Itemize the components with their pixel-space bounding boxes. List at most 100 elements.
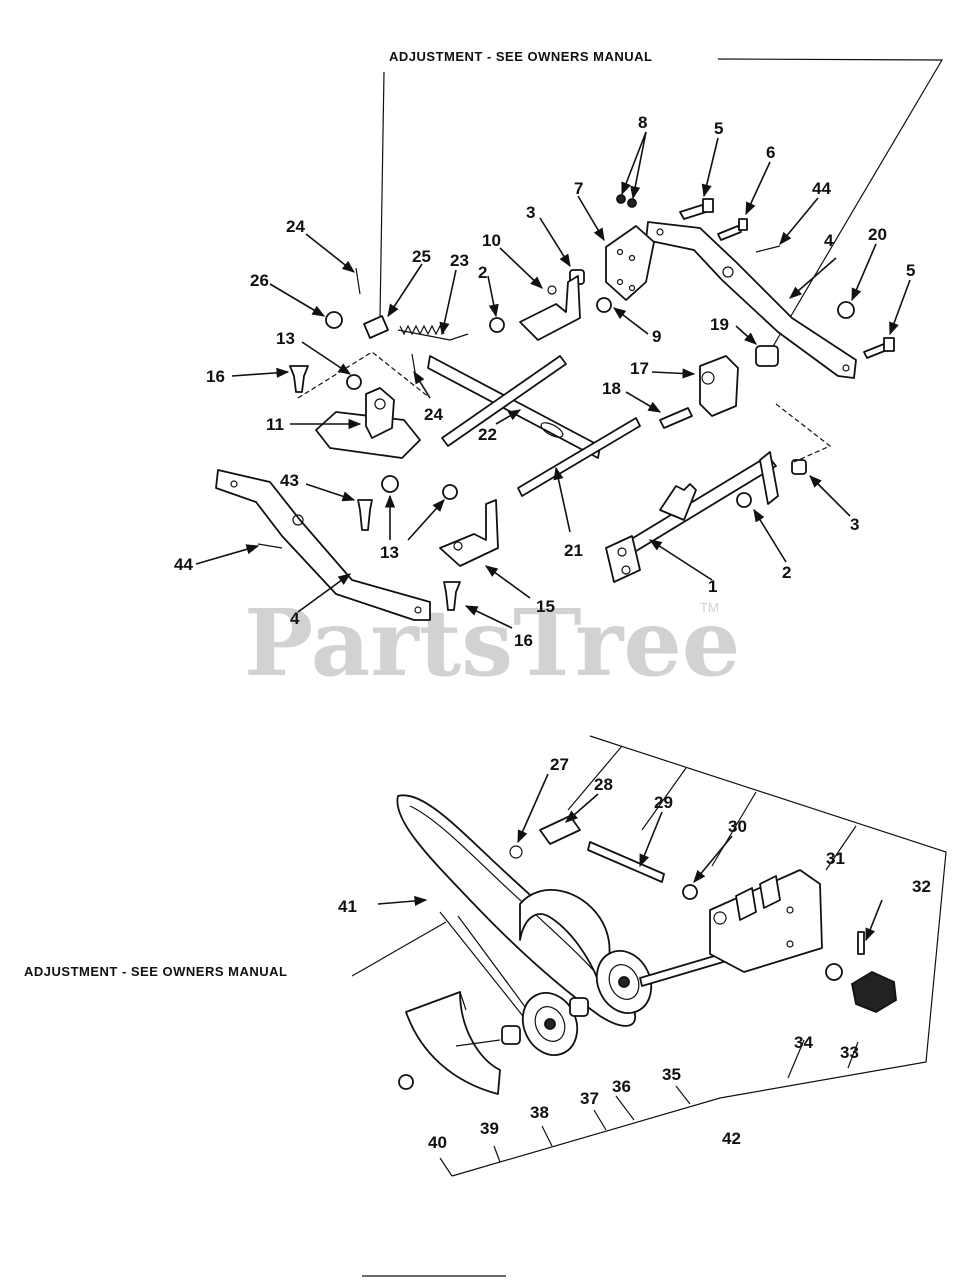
callout-10: 10 — [482, 231, 501, 250]
part-20-nut — [837, 301, 855, 319]
callout-23: 23 — [450, 251, 469, 270]
part-19-spacer — [755, 345, 779, 367]
part-31-housing — [709, 869, 823, 973]
part-36-spacer — [569, 997, 589, 1017]
callout-22: 22 — [478, 425, 497, 444]
part-8-screw — [616, 194, 626, 204]
part-6-screw — [717, 225, 742, 241]
callout-9: 9 — [652, 327, 661, 346]
part-24-cotter-pin — [355, 267, 361, 295]
callout-25: 25 — [412, 247, 431, 266]
caption-top: ADJUSTMENT - SEE OWNERS MANUAL — [389, 49, 652, 64]
part-4-lower-bar — [215, 469, 431, 621]
part-25-clevis-pin — [363, 315, 389, 339]
caption-bottom: ADJUSTMENT - SEE OWNERS MANUAL — [24, 964, 287, 979]
part-32-roll-pin — [857, 931, 865, 955]
callout-44: 44 — [812, 179, 831, 198]
part-2-nut-lower — [736, 492, 752, 508]
part-2-nut — [489, 317, 505, 333]
part-13-nut-bracket — [442, 484, 458, 500]
callout-5-right: 5 — [906, 261, 915, 280]
callout-27: 27 — [550, 755, 569, 774]
callout-37: 37 — [580, 1089, 599, 1108]
bottom-callouts: 27 28 29 30 31 32 41 34 33 35 36 37 38 3… — [338, 755, 931, 1152]
part-21-rod — [517, 417, 641, 497]
callout-39: 39 — [480, 1119, 499, 1138]
caption-top-leader-right — [717, 58, 944, 366]
part-39-belt-guard — [405, 991, 501, 1095]
callout-5: 5 — [714, 119, 723, 138]
callout-43: 43 — [280, 471, 299, 490]
part-4-upper-bar — [645, 221, 857, 379]
top-assembly: ADJUSTMENT - SEE OWNERS MANUAL — [174, 49, 944, 650]
callout-40: 40 — [428, 1133, 447, 1152]
callout-2: 2 — [478, 263, 487, 282]
callout-13-lower: 13 — [380, 543, 399, 562]
callout-11: 11 — [266, 415, 284, 434]
callout-21: 21 — [564, 541, 583, 560]
part-38-spacer — [501, 1025, 521, 1045]
callout-7: 7 — [574, 179, 583, 198]
callout-31: 31 — [826, 849, 845, 868]
bottom-leaders — [377, 773, 883, 942]
part-27-clip — [509, 845, 523, 859]
callout-35: 35 — [662, 1065, 681, 1084]
callout-34: 34 — [794, 1033, 813, 1052]
part-40-nut — [398, 1074, 414, 1090]
callout-16-lower: 16 — [514, 631, 533, 650]
callout-24-lower: 24 — [424, 405, 443, 424]
callout-1: 1 — [708, 577, 717, 596]
part-44-cotter-pin — [755, 245, 781, 253]
callout-30: 30 — [728, 817, 747, 836]
callout-13: 13 — [276, 329, 295, 348]
top-leaders — [195, 131, 911, 629]
callout-4: 4 — [824, 231, 834, 250]
part-9-nut — [596, 297, 612, 313]
part-33-knob — [850, 970, 897, 1014]
part-43-bolt — [357, 499, 373, 531]
callout-16: 16 — [206, 367, 225, 386]
part-28-pin — [539, 815, 581, 845]
assembly-bracket — [451, 735, 947, 1177]
callout-41: 41 — [338, 897, 357, 916]
callout-28: 28 — [594, 775, 613, 794]
part-34-washer — [825, 963, 843, 981]
callout-3: 3 — [526, 203, 535, 222]
callout-32: 32 — [912, 877, 931, 896]
callout-36: 36 — [612, 1077, 631, 1096]
part-13-nut — [346, 374, 362, 390]
part-44-cotter-pin-lower — [257, 543, 283, 549]
part-16-bolt-lower — [443, 581, 461, 611]
caption-bottom-leader — [351, 921, 447, 977]
callout-26: 26 — [250, 271, 269, 290]
part-18-bolt — [659, 407, 693, 429]
callout-24: 24 — [286, 217, 305, 236]
callout-18: 18 — [602, 379, 621, 398]
caption-top-leader-left — [379, 71, 385, 319]
callout-29: 29 — [654, 793, 673, 812]
callout-42: 42 — [722, 1129, 741, 1148]
part-29-rod — [587, 841, 665, 883]
callout-8: 8 — [638, 113, 647, 132]
part-22-rod — [441, 355, 567, 447]
callout-17: 17 — [630, 359, 649, 378]
part-30-washer — [682, 884, 698, 900]
callout-3-lower: 3 — [850, 515, 859, 534]
callout-33: 33 — [840, 1043, 859, 1062]
part-15-bracket — [439, 499, 499, 567]
bottom-assembly: ADJUSTMENT - SEE OWNERS MANUAL — [24, 735, 947, 1177]
part-22-shaft — [427, 355, 601, 459]
watermark: PartsTree TM — [244, 589, 740, 697]
callout-19: 19 — [710, 315, 729, 334]
part-13-nut-lower — [381, 475, 399, 493]
callout-4-lower: 4 — [290, 609, 300, 628]
part-41-belt — [396, 794, 637, 1027]
watermark-brand: PartsTree — [244, 589, 740, 697]
part-3-spacer-lower — [791, 459, 807, 475]
callout-38: 38 — [530, 1103, 549, 1122]
part-17-block — [699, 355, 739, 417]
part-26-nut — [325, 311, 343, 329]
callout-2-lower: 2 — [782, 563, 791, 582]
part-10-bracket — [519, 275, 581, 341]
